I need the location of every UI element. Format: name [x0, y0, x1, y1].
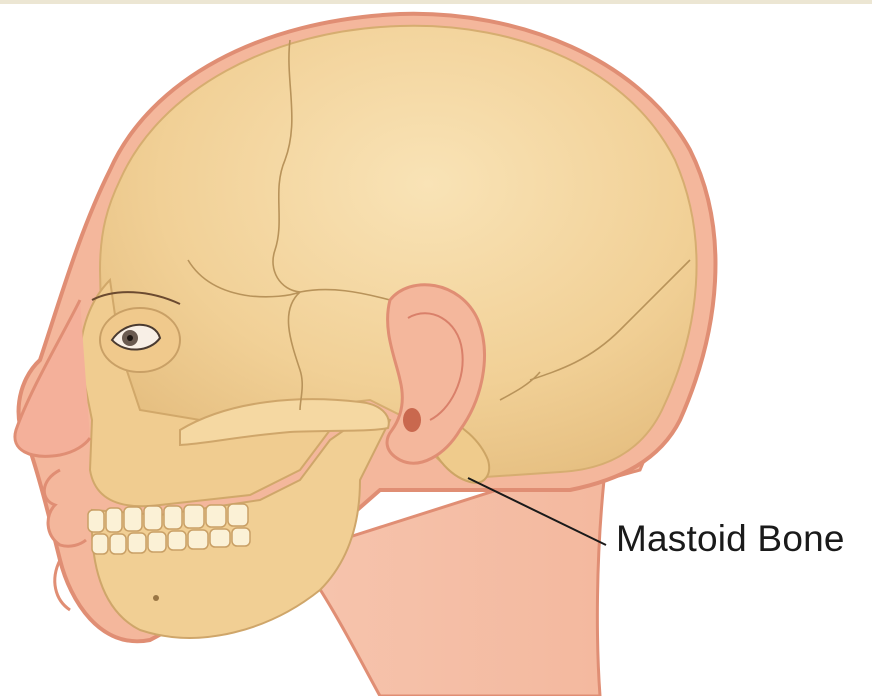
cranium [100, 26, 697, 478]
mastoid-bone-label: Mastoid Bone [616, 518, 845, 560]
teeth [88, 504, 250, 554]
